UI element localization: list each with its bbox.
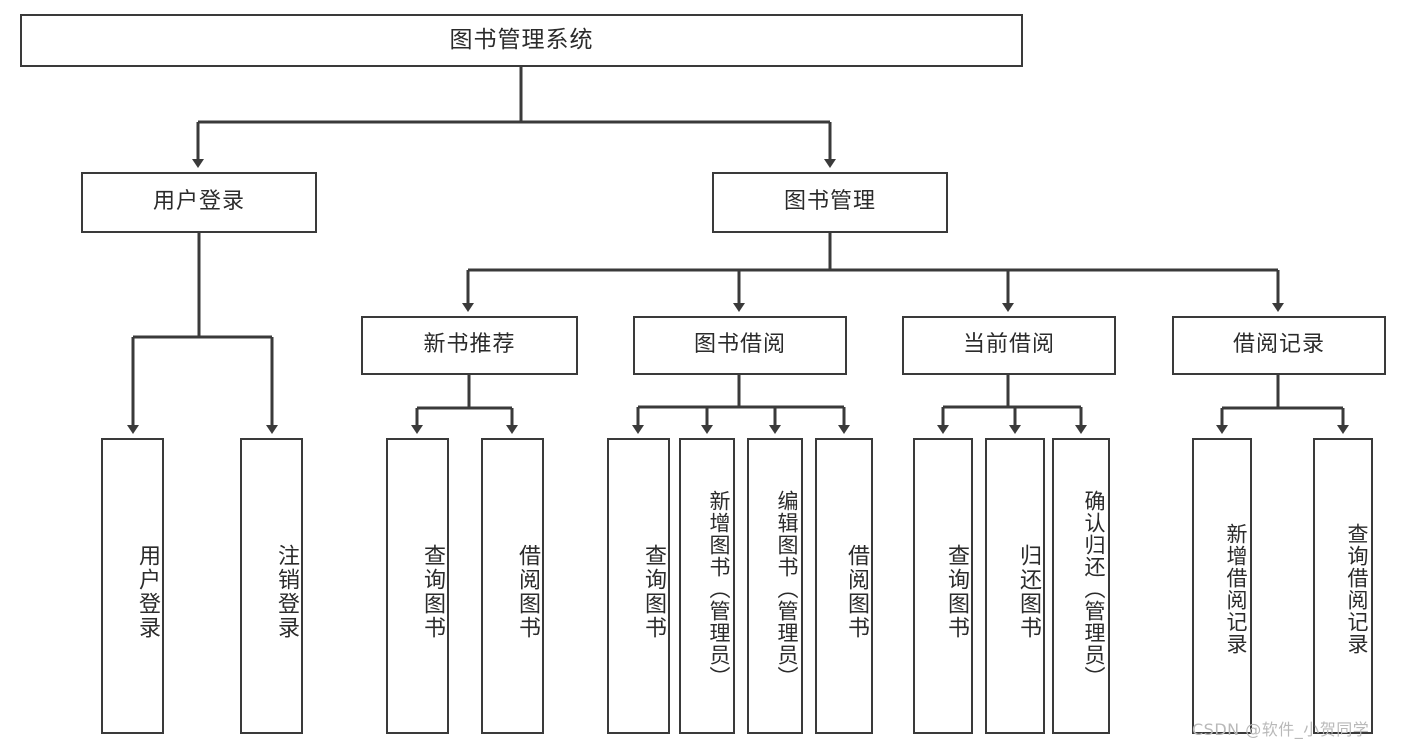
leaf-return-book[interactable]: 归还图书	[985, 438, 1045, 734]
leaf-query-book-current[interactable]: 查询图书	[913, 438, 973, 734]
leaf-edit-book-admin[interactable]: 编辑图书（管理员）	[747, 438, 803, 734]
csdn-watermark: CSDN @软件_小贺同学	[1192, 720, 1370, 739]
node-root[interactable]: 图书管理系统	[20, 14, 1023, 67]
node-book-borrow[interactable]: 图书借阅	[633, 316, 847, 375]
leaf-query-book-newbook[interactable]: 查询图书	[386, 438, 449, 734]
leaf-logout-login[interactable]: 注销登录	[240, 438, 303, 734]
leaf-user-login[interactable]: 用户登录	[101, 438, 164, 734]
leaf-confirm-return-admin[interactable]: 确认归还（管理员）	[1052, 438, 1110, 734]
node-user-login[interactable]: 用户登录	[81, 172, 317, 233]
leaf-query-borrow-record[interactable]: 查询借阅记录	[1313, 438, 1373, 734]
node-new-book-recommend[interactable]: 新书推荐	[361, 316, 578, 375]
leaf-borrow-book-newbook[interactable]: 借阅图书	[481, 438, 544, 734]
node-borrow-record[interactable]: 借阅记录	[1172, 316, 1386, 375]
leaf-borrow-book[interactable]: 借阅图书	[815, 438, 873, 734]
leaf-add-borrow-record[interactable]: 新增借阅记录	[1192, 438, 1252, 734]
leaf-query-book-borrow[interactable]: 查询图书	[607, 438, 670, 734]
node-current-borrow[interactable]: 当前借阅	[902, 316, 1116, 375]
node-book-management[interactable]: 图书管理	[712, 172, 948, 233]
leaf-add-book-admin[interactable]: 新增图书（管理员）	[679, 438, 735, 734]
